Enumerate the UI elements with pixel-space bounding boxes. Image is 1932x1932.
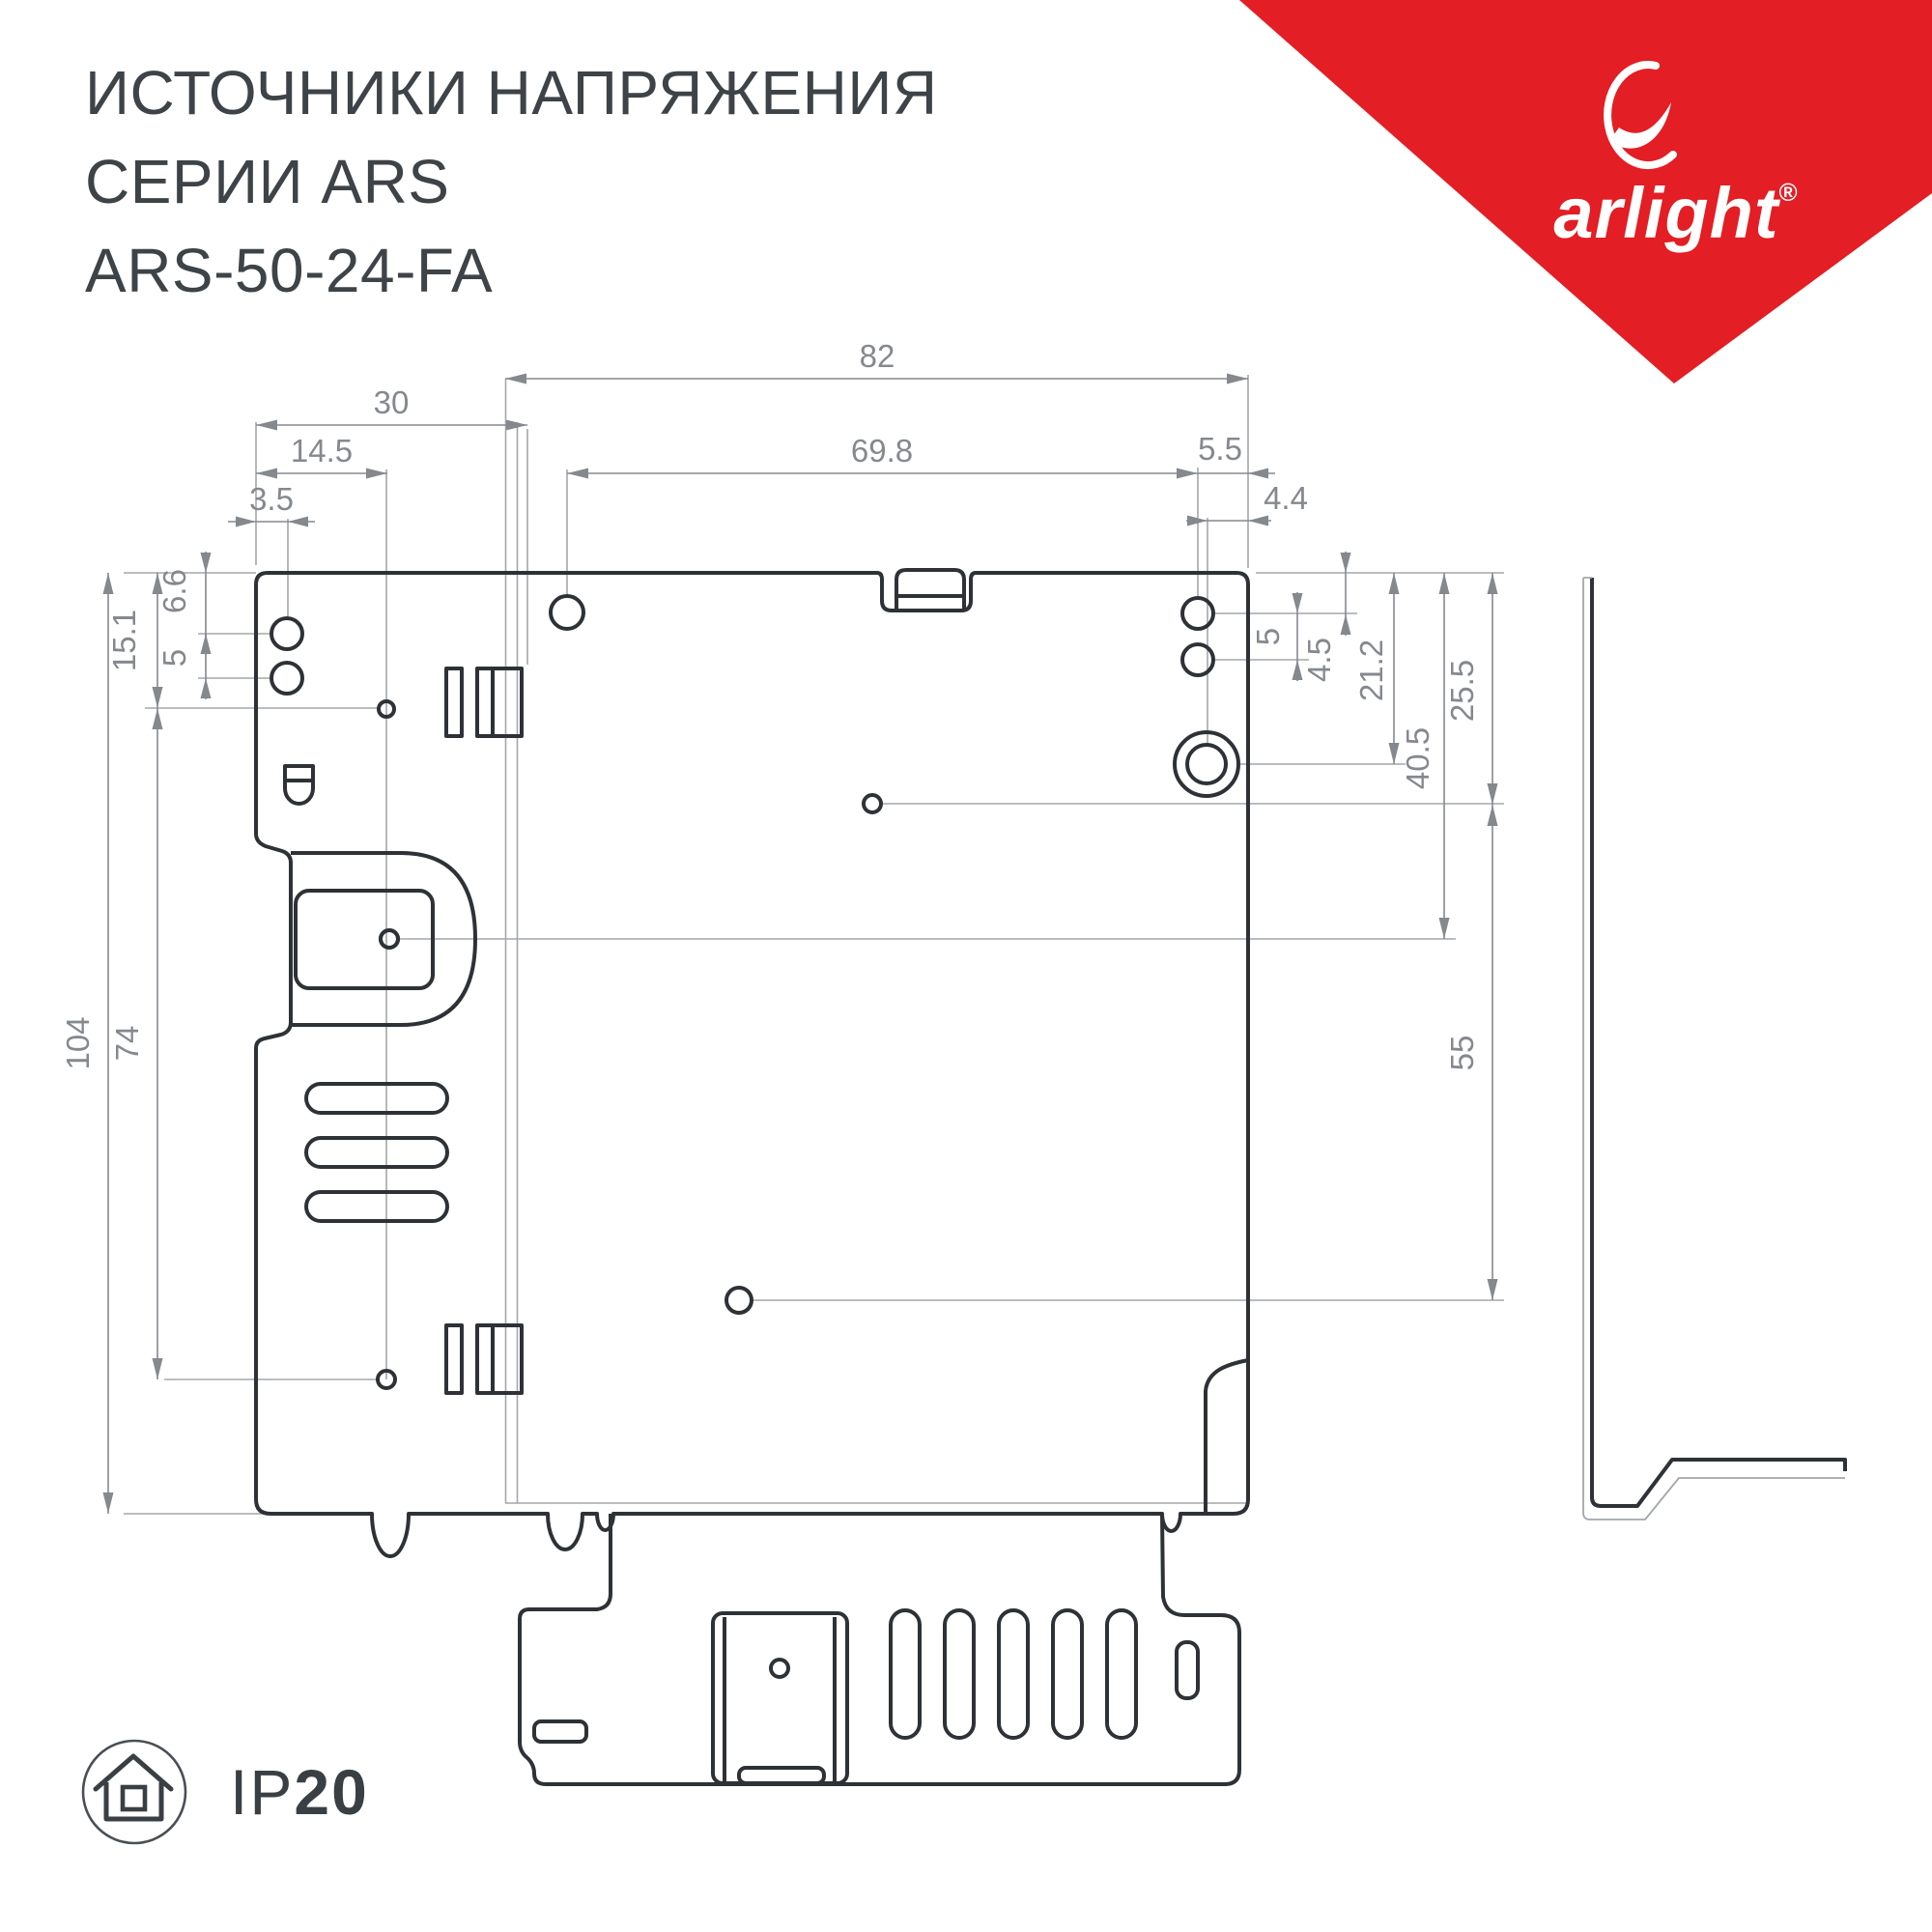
dim-5_5: 5.5 — [1198, 431, 1242, 467]
product-code: ARS-50-24-FA — [85, 236, 494, 305]
extension-lines — [124, 375, 1504, 1515]
dim-55: 55 — [1444, 1036, 1480, 1071]
hole-small-4 — [376, 1369, 397, 1390]
title-block: ИСТОЧНИКИ НАПРЯЖЕНИЯ СЕРИИ ARS ARS-50-24… — [85, 48, 938, 315]
end-slot-small — [1175, 1640, 1200, 1700]
bracket-inner-face — [1582, 577, 1845, 1520]
dim-14_5: 14.5 — [291, 433, 353, 469]
end-vent-3 — [997, 1608, 1030, 1740]
brand-logo-mark — [1604, 61, 1677, 170]
terminal-block-recess — [737, 1766, 826, 1785]
dim-15_1: 15.1 — [106, 610, 142, 671]
flange-slot-up-b — [475, 667, 524, 738]
brand-wordmark: arlight® — [1502, 172, 1850, 254]
ip-value: 20 — [294, 1756, 369, 1828]
registered-mark: ® — [1778, 178, 1799, 207]
dim-74: 74 — [109, 1026, 145, 1062]
dim-21_2: 21.2 — [1353, 639, 1389, 701]
din-tab-top — [895, 568, 966, 611]
dim-82: 82 — [860, 338, 895, 374]
vent-slot-2 — [304, 1136, 449, 1169]
end-vent-5 — [1105, 1608, 1138, 1740]
hole-mid-lower — [724, 1286, 753, 1315]
hole-grommet-inner — [1185, 743, 1228, 785]
d-hole — [283, 764, 315, 806]
dim-30: 30 — [374, 384, 410, 420]
hole-top-middle — [549, 594, 585, 631]
flange-slot-low-b — [475, 1323, 524, 1395]
dim-25_5: 25.5 — [1444, 660, 1480, 722]
terminal-block — [711, 1611, 849, 1785]
ip-label: IP — [230, 1756, 295, 1828]
hole-right-top — [1180, 596, 1215, 631]
dim-40_5: 40.5 — [1400, 727, 1435, 789]
dim-4_5: 4.5 — [1301, 638, 1337, 682]
end-view — [518, 1513, 1241, 1786]
flange-slot-low-a — [444, 1323, 464, 1395]
dim-5-right: 5 — [1250, 628, 1286, 645]
vent-slot-1 — [304, 1082, 449, 1115]
dimension-lines — [107, 378, 1493, 1514]
page-title-line2: СЕРИИ ARS — [85, 147, 450, 216]
end-view-outline — [518, 1513, 1241, 1786]
dimension-labels: 82 30 14.5 3.5 69.8 5.5 4.4 15.1 6.6 5 1… — [60, 338, 1480, 1070]
terminal-cover-hole — [379, 928, 400, 950]
dimension-arrows — [102, 373, 1498, 1514]
dim-6_6: 6.6 — [156, 569, 192, 613]
main-view-outline — [254, 568, 1250, 1558]
hole-left-top — [270, 616, 304, 651]
hole-grommet-outer — [1173, 730, 1240, 798]
hole-right-bottom — [1180, 642, 1215, 677]
end-vent-2 — [943, 1608, 976, 1740]
page-title-line1: ИСТОЧНИКИ НАПРЯЖЕНИЯ — [85, 58, 938, 128]
flange-slot-up-a — [444, 667, 464, 738]
dim-3_5: 3.5 — [249, 481, 294, 517]
hole-small-3 — [862, 793, 883, 814]
end-vent-4 — [1051, 1608, 1084, 1740]
end-vent-1 — [889, 1608, 922, 1740]
terminal-block-hole — [769, 1658, 790, 1679]
end-slot-rect — [532, 1719, 588, 1744]
body-outline — [254, 571, 1250, 1558]
ip20-house-icon — [81, 1739, 187, 1845]
bracket-side-view — [1582, 577, 1847, 1520]
logo-swoosh — [1609, 102, 1671, 149]
dim-104: 104 — [60, 1016, 96, 1069]
terminal-cover-inner — [294, 889, 435, 990]
vent-slot-3 — [304, 1190, 449, 1223]
ip-rating-text: IP20 — [230, 1755, 369, 1829]
bracket-outer-face — [1590, 578, 1847, 1508]
logo-leaf-outline — [1604, 61, 1677, 170]
dim-69_8: 69.8 — [851, 433, 913, 469]
dim-4_4: 4.4 — [1264, 480, 1308, 516]
brand-name: arlight — [1553, 173, 1779, 253]
din-clip-hook — [1204, 1358, 1249, 1512]
hole-small-1 — [377, 699, 396, 719]
dim-5-left: 5 — [156, 649, 192, 667]
ip-rating-badge: IP20 — [79, 1737, 369, 1847]
terminal-cover-outer — [291, 851, 477, 1027]
hole-left-bottom — [270, 661, 304, 696]
